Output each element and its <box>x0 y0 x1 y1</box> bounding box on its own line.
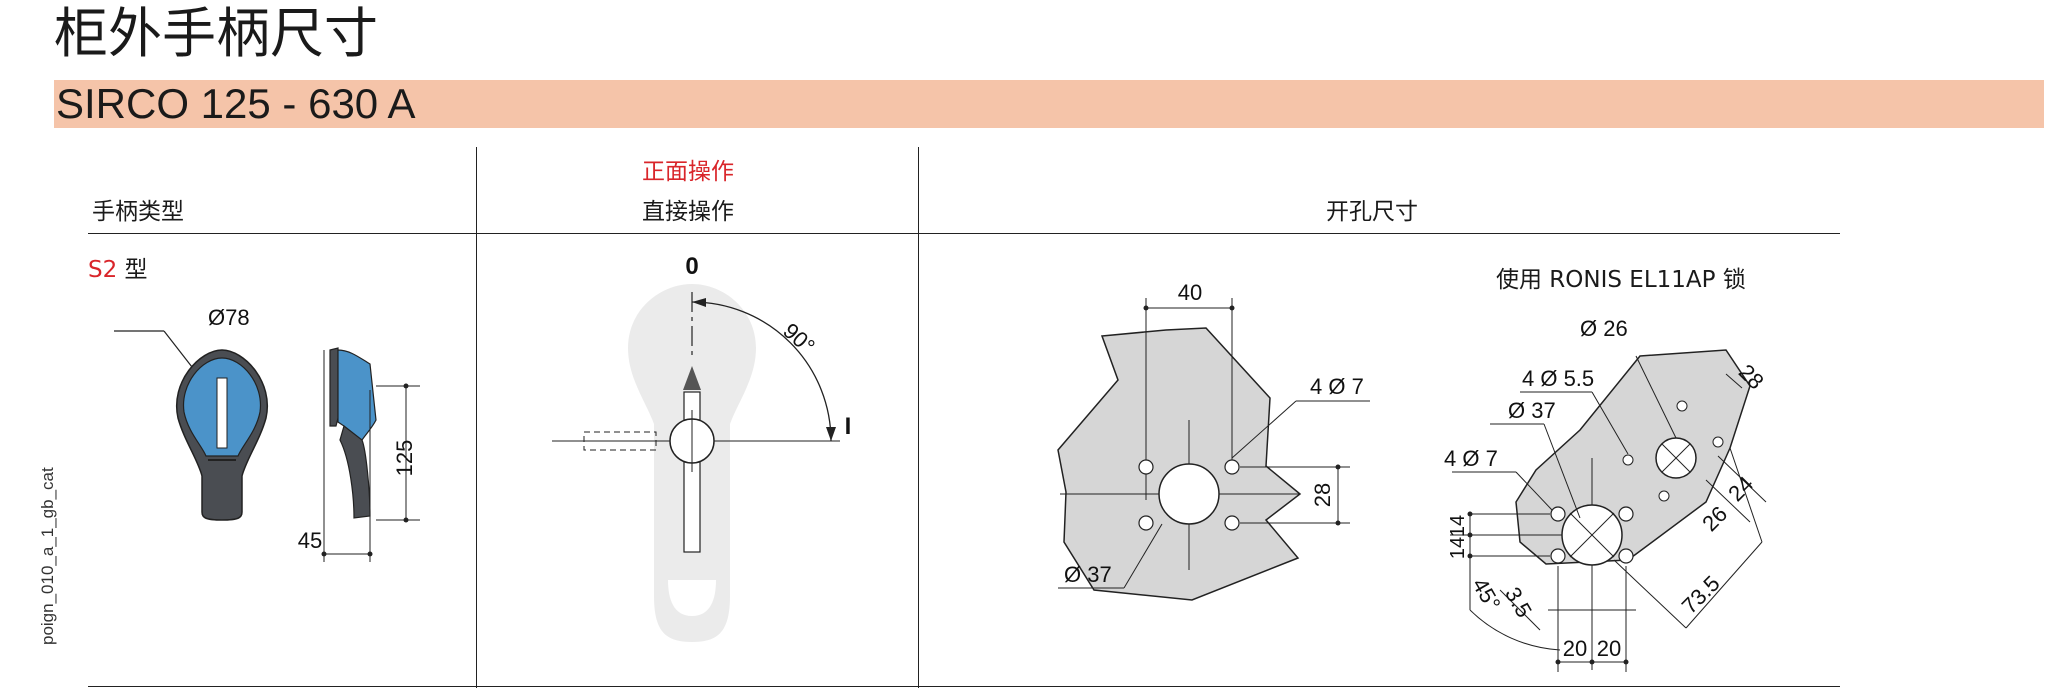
cutout-height-label: 28 <box>1310 483 1335 507</box>
mounting-holes <box>1138 459 1240 531</box>
position-on-label: I <box>845 413 852 440</box>
lock-hole-label: Ø 26 <box>1580 316 1628 341</box>
cutout-width-label: 40 <box>1178 280 1202 305</box>
dim-20a-label: 20 <box>1563 636 1587 661</box>
lock-caption: 使用 RONIS EL11AP 锁 <box>1496 267 1746 293</box>
handle-type-label: S2 型 <box>88 256 148 284</box>
header-front-operation: 正面操作 <box>642 159 734 185</box>
bottom-rule <box>88 686 1840 687</box>
handle-front-view <box>114 330 269 521</box>
handle-drawing: Ø78 125 45 <box>114 305 420 562</box>
handle-diameter-label: Ø78 <box>208 305 250 330</box>
document-code: poign_010_a_1_gb_cat <box>38 467 57 645</box>
mounting-holes-label: 4 Ø 7 <box>1444 446 1498 471</box>
header-cutout: 开孔尺寸 <box>1326 199 1418 225</box>
center-hole-label: Ø 37 <box>1508 398 1556 423</box>
column-divider-2 <box>918 147 919 688</box>
header-rule <box>88 233 1840 234</box>
page-title: 柜外手柄尺寸 <box>54 2 378 65</box>
position-off-label: 0 <box>685 253 698 280</box>
mounting-holes-right <box>1550 506 1634 564</box>
operation-drawing: 0 I 90° <box>552 253 852 642</box>
handle-side-view <box>321 347 420 562</box>
title-band <box>54 80 2044 128</box>
dim-73-5-label: 73.5 <box>1677 571 1725 619</box>
column-divider-1 <box>476 147 477 688</box>
handle-height-label: 125 <box>392 440 417 477</box>
handle-type-suffix: 型 <box>124 257 148 283</box>
dim-20b-label: 20 <box>1597 636 1621 661</box>
dim-14a-label: 14 <box>1447 515 1469 537</box>
dim-26-label: 26 <box>1697 501 1732 536</box>
product-range: SIRCO 125 - 630 A <box>56 80 416 127</box>
dim-3-5-label: 3.5 <box>1500 583 1537 622</box>
small-holes-label: 4 Ø 5.5 <box>1522 366 1594 391</box>
small-holes <box>1622 400 1724 502</box>
handle-width-label: 45 <box>298 528 322 553</box>
cutout-center-label: Ø 37 <box>1064 562 1112 587</box>
dim-14b-label: 14 <box>1447 537 1469 559</box>
cutout-drawing-right: Ø 26 4 Ø 5.5 Ø 37 4 Ø 7 28 24 26 73.5 14… <box>1444 316 1769 672</box>
cutout-holes-label: 4 Ø 7 <box>1310 374 1364 399</box>
handle-type-code: S2 <box>88 257 118 283</box>
header-handle-type: 手柄类型 <box>92 199 184 225</box>
header-direct-operation: 直接操作 <box>642 199 734 225</box>
rotation-angle-label: 90° <box>778 318 819 359</box>
cutout-drawing-left: 40 4 Ø 7 28 Ø 37 <box>1057 280 1370 601</box>
